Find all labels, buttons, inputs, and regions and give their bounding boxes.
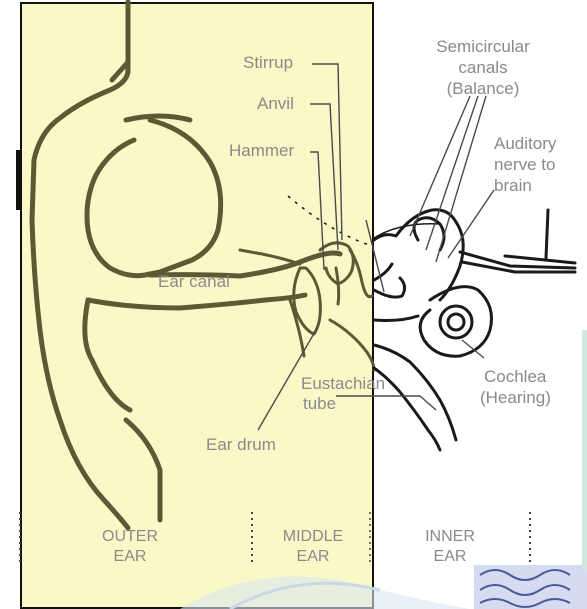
cochlea-label-2: (Hearing) bbox=[480, 388, 551, 408]
stirrup-label: Stirrup bbox=[243, 53, 293, 73]
middle-ear-label-2: EAR bbox=[268, 547, 358, 567]
auditory-label-3: brain bbox=[494, 176, 532, 196]
outer-ear-label-1: OUTER bbox=[90, 527, 170, 547]
ear-canal-label: Ear canal bbox=[158, 272, 230, 292]
middle-ear-label-1: MIDDLE bbox=[268, 527, 358, 547]
anvil-label: Anvil bbox=[257, 94, 294, 114]
auditory-label-2: nerve to bbox=[494, 155, 555, 175]
ear-drum-label: Ear drum bbox=[206, 435, 276, 455]
semicircular-label-3: (Balance) bbox=[428, 79, 538, 99]
hammer-label: Hammer bbox=[229, 141, 294, 161]
outer-ear-label-2: EAR bbox=[90, 547, 170, 567]
semicircular-label-2: canals bbox=[428, 58, 538, 78]
semicircular-label-1: Semicircular bbox=[428, 37, 538, 57]
inner-ear-label-1: INNER bbox=[410, 527, 490, 547]
inner-ear-label-2: EAR bbox=[410, 547, 490, 567]
eustachian-label-2: tube bbox=[303, 394, 336, 414]
cochlea-label-1: Cochlea bbox=[484, 367, 546, 387]
eustachian-label-1: Eustachian bbox=[301, 374, 385, 394]
auditory-label-1: Auditory bbox=[494, 134, 556, 154]
